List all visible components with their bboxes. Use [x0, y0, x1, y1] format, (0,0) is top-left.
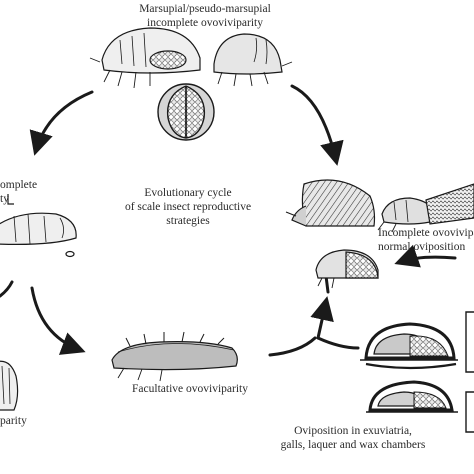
label-left-lower: parity: [0, 415, 27, 427]
ovipositor-insect: [377, 183, 474, 233]
insect-with-eggs: [315, 249, 379, 289]
label-right-upper: Incomplete ovovivipa normal oviposition: [378, 227, 474, 253]
right-edge-bracket: [465, 311, 474, 433]
arrow-bottom-join: [268, 336, 317, 357]
marsupial-insect-1: [89, 27, 201, 89]
arrow-right-mid: [394, 244, 457, 268]
wax-egg-sac: [285, 179, 376, 227]
label-center-title: Evolutionary cycle of scale insect repro…: [124, 187, 252, 227]
arrow-to-chamber: [316, 336, 360, 350]
label-oviposition: Oviposition in exuviatria, galls, laquer…: [280, 425, 426, 451]
arrow-up-right: [310, 296, 334, 340]
arrow-left-stub: [0, 280, 14, 298]
arrow-top-left: [29, 90, 94, 156]
cycle-arrows: [0, 84, 457, 357]
left-insect-upper: [0, 194, 77, 258]
wax-chamber-2: [366, 380, 458, 413]
facultative-insect: [111, 331, 238, 382]
marsupial-insect-2: [213, 33, 293, 87]
label-left-upper: omplete ty: [0, 179, 38, 205]
wax-chamber-1: [360, 322, 458, 370]
arrow-top-right: [290, 84, 344, 166]
left-insect-lower: [0, 360, 19, 411]
label-facultative: Facultative ovoviviparity: [132, 383, 248, 395]
egg-mass-circle: [157, 83, 215, 141]
label-marsupial: Marsupial/pseudo-marsupial incomplete ov…: [139, 3, 271, 29]
arrow-left-down: [30, 286, 86, 355]
